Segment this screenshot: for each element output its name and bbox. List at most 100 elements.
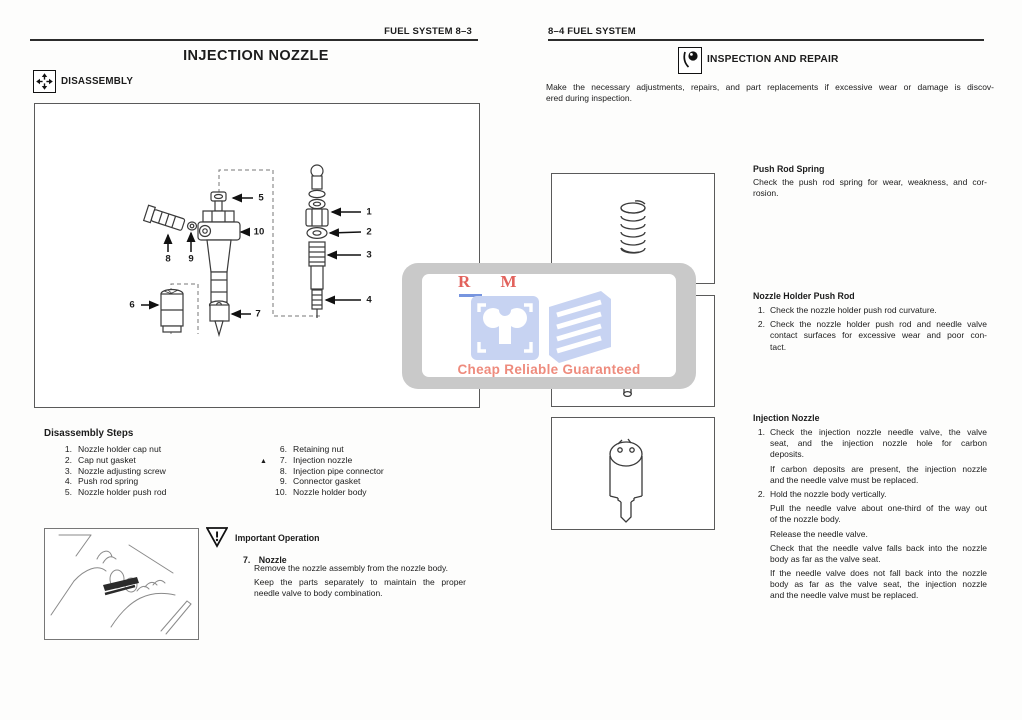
step-label: Connector gasket bbox=[293, 476, 361, 487]
right-page-header: 8–4 FUEL SYSTEM bbox=[548, 26, 636, 37]
step-label: Nozzle holder body bbox=[293, 487, 367, 498]
callout-10: 10 bbox=[253, 226, 265, 238]
text-line: Hold the nozzle body vertically. bbox=[770, 488, 887, 499]
spring-art bbox=[620, 200, 646, 254]
left-header-rule bbox=[30, 39, 478, 41]
inspection-intro: Make the necessary adjustments, repairs,… bbox=[546, 82, 994, 104]
callout-7: 7 bbox=[255, 308, 261, 320]
step-label: Cap nut gasket bbox=[78, 454, 136, 465]
steps-col1: 1. Nozzle holder cap nut 2. Cap nut gask… bbox=[56, 444, 167, 498]
step-number: 9. bbox=[279, 476, 287, 487]
disassembly-heading: DISASSEMBLY bbox=[61, 76, 134, 87]
item-number: 2. bbox=[757, 319, 765, 330]
callout-3: 3 bbox=[366, 249, 372, 261]
left-page-header: FUEL SYSTEM 8–3 bbox=[384, 26, 472, 37]
step-number: 8. bbox=[279, 465, 287, 476]
injection-nozzle-figure bbox=[551, 417, 715, 530]
injection-nozzle-text: Injection Nozzle 1. Check the injection … bbox=[753, 413, 987, 602]
important-step-name: Nozzle bbox=[258, 555, 287, 565]
hands-sketch-art bbox=[50, 534, 192, 635]
important-step-title: 7. Nozzle bbox=[243, 550, 287, 568]
watermark-brand: R M bbox=[458, 272, 530, 291]
callout-1: 1 bbox=[366, 206, 372, 218]
text-line: Check the push rod spring for wear, weak… bbox=[753, 177, 987, 187]
steps-col2: 6. Retaining nut ▲ 7. Injection nozzle 8… bbox=[260, 444, 384, 498]
numbered-item: 1. Check the injection nozzle needle val… bbox=[753, 427, 987, 461]
sub-paragraph: Release the needle valve. bbox=[770, 529, 987, 540]
text-line: Pull the needle valve about one-third of… bbox=[770, 503, 987, 514]
callout-5: 5 bbox=[258, 192, 264, 204]
watermark-underline bbox=[459, 294, 482, 297]
list-item: 5. Nozzle holder push rod bbox=[56, 487, 167, 498]
list-item: 3. Nozzle adjusting screw bbox=[56, 466, 166, 477]
push-rod-spring-text: Push Rod Spring Check the push rod sprin… bbox=[753, 164, 987, 199]
step-label: Injection pipe connector bbox=[293, 465, 384, 476]
step-label: Nozzle holder push rod bbox=[78, 487, 167, 498]
text-line: tact. bbox=[770, 341, 787, 352]
list-item: 9. Connector gasket bbox=[260, 476, 384, 487]
text-line: and the needle valve must be replaced. bbox=[770, 590, 919, 601]
inspection-heading: INSPECTION AND REPAIR bbox=[707, 54, 839, 65]
block-heading: Nozzle Holder Push Rod bbox=[753, 291, 855, 301]
text-line: Check the injection nozzle needle valve,… bbox=[770, 427, 987, 437]
manual-book-icon bbox=[549, 291, 611, 363]
text-line: Check that the needle valve falls back i… bbox=[770, 542, 987, 553]
text-line: rosion. bbox=[753, 188, 779, 199]
right-header-rule bbox=[548, 39, 984, 41]
text-line: ered during inspection. bbox=[546, 93, 633, 104]
step-number: 4. bbox=[64, 476, 72, 487]
hands-holding-nozzle-figure bbox=[44, 528, 199, 640]
text-line: If carbon deposits are present, the inje… bbox=[770, 463, 987, 474]
step-number: 3. bbox=[64, 465, 72, 476]
block-heading: Push Rod Spring bbox=[753, 164, 825, 174]
callout-4: 4 bbox=[366, 294, 372, 306]
numbered-item: 2. Hold the nozzle body vertically. bbox=[753, 489, 987, 500]
nozzle-art bbox=[609, 438, 643, 523]
text-line: and the needle valve must be replaced. bbox=[770, 474, 919, 485]
callout-8: 8 bbox=[165, 253, 171, 265]
inspection-icon bbox=[678, 47, 702, 74]
nozzle-holder-push-rod-text: Nozzle Holder Push Rod 1. Check the nozz… bbox=[753, 291, 987, 353]
important-step-number: 7. bbox=[243, 555, 251, 565]
text-line: of the nozzle body. bbox=[770, 514, 841, 525]
step-number: 10. bbox=[275, 487, 287, 498]
item-number: 1. bbox=[757, 427, 765, 437]
step-marker-triangle: ▲ bbox=[260, 457, 267, 465]
warning-icon bbox=[205, 527, 229, 548]
important-para2: Keep the parts separately to maintain th… bbox=[254, 577, 466, 599]
text-line: Make the necessary adjustments, repairs,… bbox=[546, 82, 994, 92]
step-label: Nozzle adjusting screw bbox=[78, 465, 166, 476]
sub-paragraph: If carbon deposits are present, the inje… bbox=[770, 464, 987, 486]
text-line: body as far as the valve seat. bbox=[770, 553, 881, 564]
block-heading: Injection Nozzle bbox=[753, 413, 820, 423]
sub-paragraph: If the needle valve does not fall back i… bbox=[770, 568, 987, 602]
callout-9: 9 bbox=[188, 253, 194, 265]
steps-heading: Disassembly Steps bbox=[44, 428, 134, 439]
step-label: Nozzle holder cap nut bbox=[78, 444, 162, 454]
list-item: 6. Retaining nut bbox=[260, 444, 384, 455]
item-number: 2. bbox=[757, 488, 765, 499]
text-line: contact surfaces for excessive wear and … bbox=[770, 330, 987, 341]
callout-2: 2 bbox=[366, 226, 372, 238]
text-line: Keep the parts separately to maintain th… bbox=[254, 577, 466, 587]
list-item: 8. Injection pipe connector bbox=[260, 466, 384, 477]
numbered-item: 1. Check the nozzle holder push rod curv… bbox=[753, 305, 987, 316]
wrench-tool-icon bbox=[471, 296, 539, 360]
step-label: Injection nozzle bbox=[293, 454, 353, 465]
numbered-item: 2. Check the nozzle holder push rod and … bbox=[753, 319, 987, 353]
step-number: 1. bbox=[64, 444, 72, 454]
list-item: 2. Cap nut gasket bbox=[56, 455, 166, 466]
text-line: If the needle valve does not fall back i… bbox=[770, 568, 987, 579]
step-label: Retaining nut bbox=[293, 444, 344, 454]
list-item: ▲ 7. Injection nozzle bbox=[260, 455, 384, 466]
callout-6: 6 bbox=[129, 299, 135, 311]
important-operation-heading: Important Operation bbox=[235, 533, 320, 543]
list-item: 10. Nozzle holder body bbox=[260, 487, 384, 498]
sub-paragraph: Check that the needle valve falls back i… bbox=[770, 543, 987, 565]
step-label: Push rod spring bbox=[78, 476, 139, 487]
step-number: 5. bbox=[64, 487, 72, 498]
important-para1: Remove the nozzle assembly from the nozz… bbox=[254, 563, 449, 573]
text-line: Check the nozzle holder push rod curvatu… bbox=[770, 305, 937, 315]
list-item: 4. Push rod spring bbox=[56, 476, 166, 487]
text-line: Check the nozzle holder push rod and nee… bbox=[770, 319, 987, 330]
